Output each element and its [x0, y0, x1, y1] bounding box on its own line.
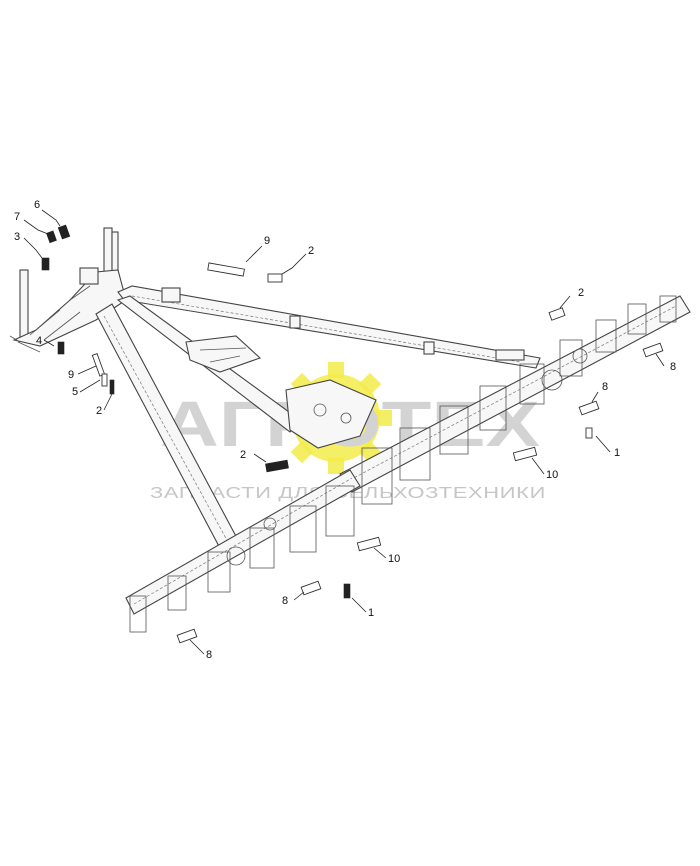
decal-2-top	[267, 273, 283, 283]
callout-2-top: 2	[308, 245, 314, 257]
decal-9-left	[91, 353, 106, 377]
decal-10-center	[356, 536, 382, 552]
rear-toolbar-left	[125, 469, 361, 633]
decal-7	[46, 230, 57, 244]
callout-1-right: 1	[614, 447, 620, 459]
callout-9-left: 9	[68, 369, 74, 381]
decal-2-right	[548, 307, 566, 321]
decal-2-left	[109, 379, 115, 395]
callout-3: 3	[14, 231, 20, 243]
decal-8-right-top	[642, 342, 664, 358]
callout-2-center: 2	[240, 449, 246, 461]
callout-10-right: 10	[546, 469, 558, 481]
callout-8-lower-left: 8	[206, 649, 212, 661]
callout-8-right: 8	[602, 381, 608, 393]
toolbar-frame-drawing	[9, 227, 691, 633]
decal-4	[57, 341, 65, 355]
callout-6: 6	[34, 199, 40, 211]
decal-3	[41, 257, 50, 271]
decal-8-lower-center	[300, 580, 322, 596]
decal-5	[101, 373, 108, 387]
callouts: 6 7 3 4 9 5 2 9 2 2 8 8 1 10 2 10 8 1 8	[14, 199, 676, 661]
callout-2-right: 2	[578, 287, 584, 299]
decals	[41, 224, 664, 644]
callout-10-center: 10	[388, 553, 400, 565]
decal-1-right	[585, 427, 593, 439]
decal-6	[57, 224, 71, 240]
decal-9-top	[207, 262, 245, 277]
callout-8-right-top: 8	[670, 361, 676, 373]
decal-2-center	[265, 459, 289, 473]
callout-2-left: 2	[96, 405, 102, 417]
callout-1-lower: 1	[368, 607, 374, 619]
hitch-assembly	[9, 227, 127, 353]
callout-4: 4	[36, 335, 42, 347]
upper-beam	[117, 285, 541, 369]
center-braces	[116, 295, 377, 449]
callout-8-lower-center: 8	[282, 595, 288, 607]
decal-10-right	[512, 446, 538, 462]
callout-5: 5	[72, 386, 78, 398]
decal-1-lower	[343, 583, 351, 599]
callout-7: 7	[14, 211, 20, 223]
decal-8-lower-left	[176, 628, 198, 644]
leader-lines	[23, 209, 665, 655]
decal-8-right	[578, 400, 600, 416]
callout-9-top: 9	[264, 235, 270, 247]
